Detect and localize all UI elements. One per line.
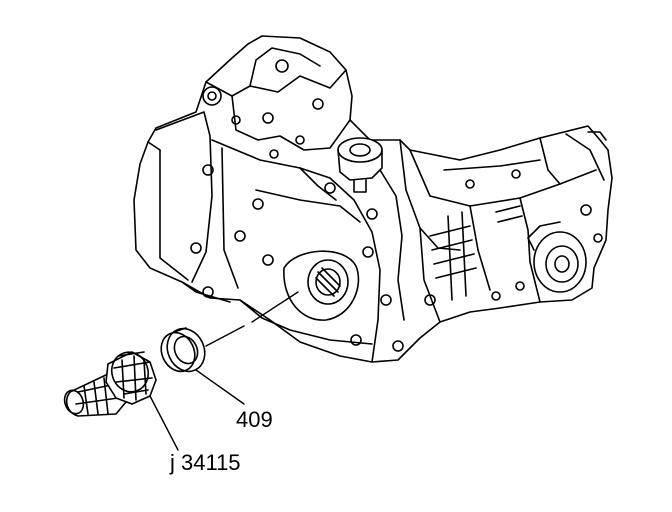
seal-leader-line xyxy=(195,369,245,405)
callout-j-34115: j 34115 xyxy=(170,450,241,475)
tool-leader-line xyxy=(149,395,179,451)
transaxle-assembly-icon xyxy=(133,35,613,363)
install-axis-line xyxy=(205,291,299,347)
axle-seal-icon xyxy=(160,327,206,373)
callout-409: 409 xyxy=(236,407,273,432)
seal-installer-tool-icon xyxy=(63,351,157,417)
